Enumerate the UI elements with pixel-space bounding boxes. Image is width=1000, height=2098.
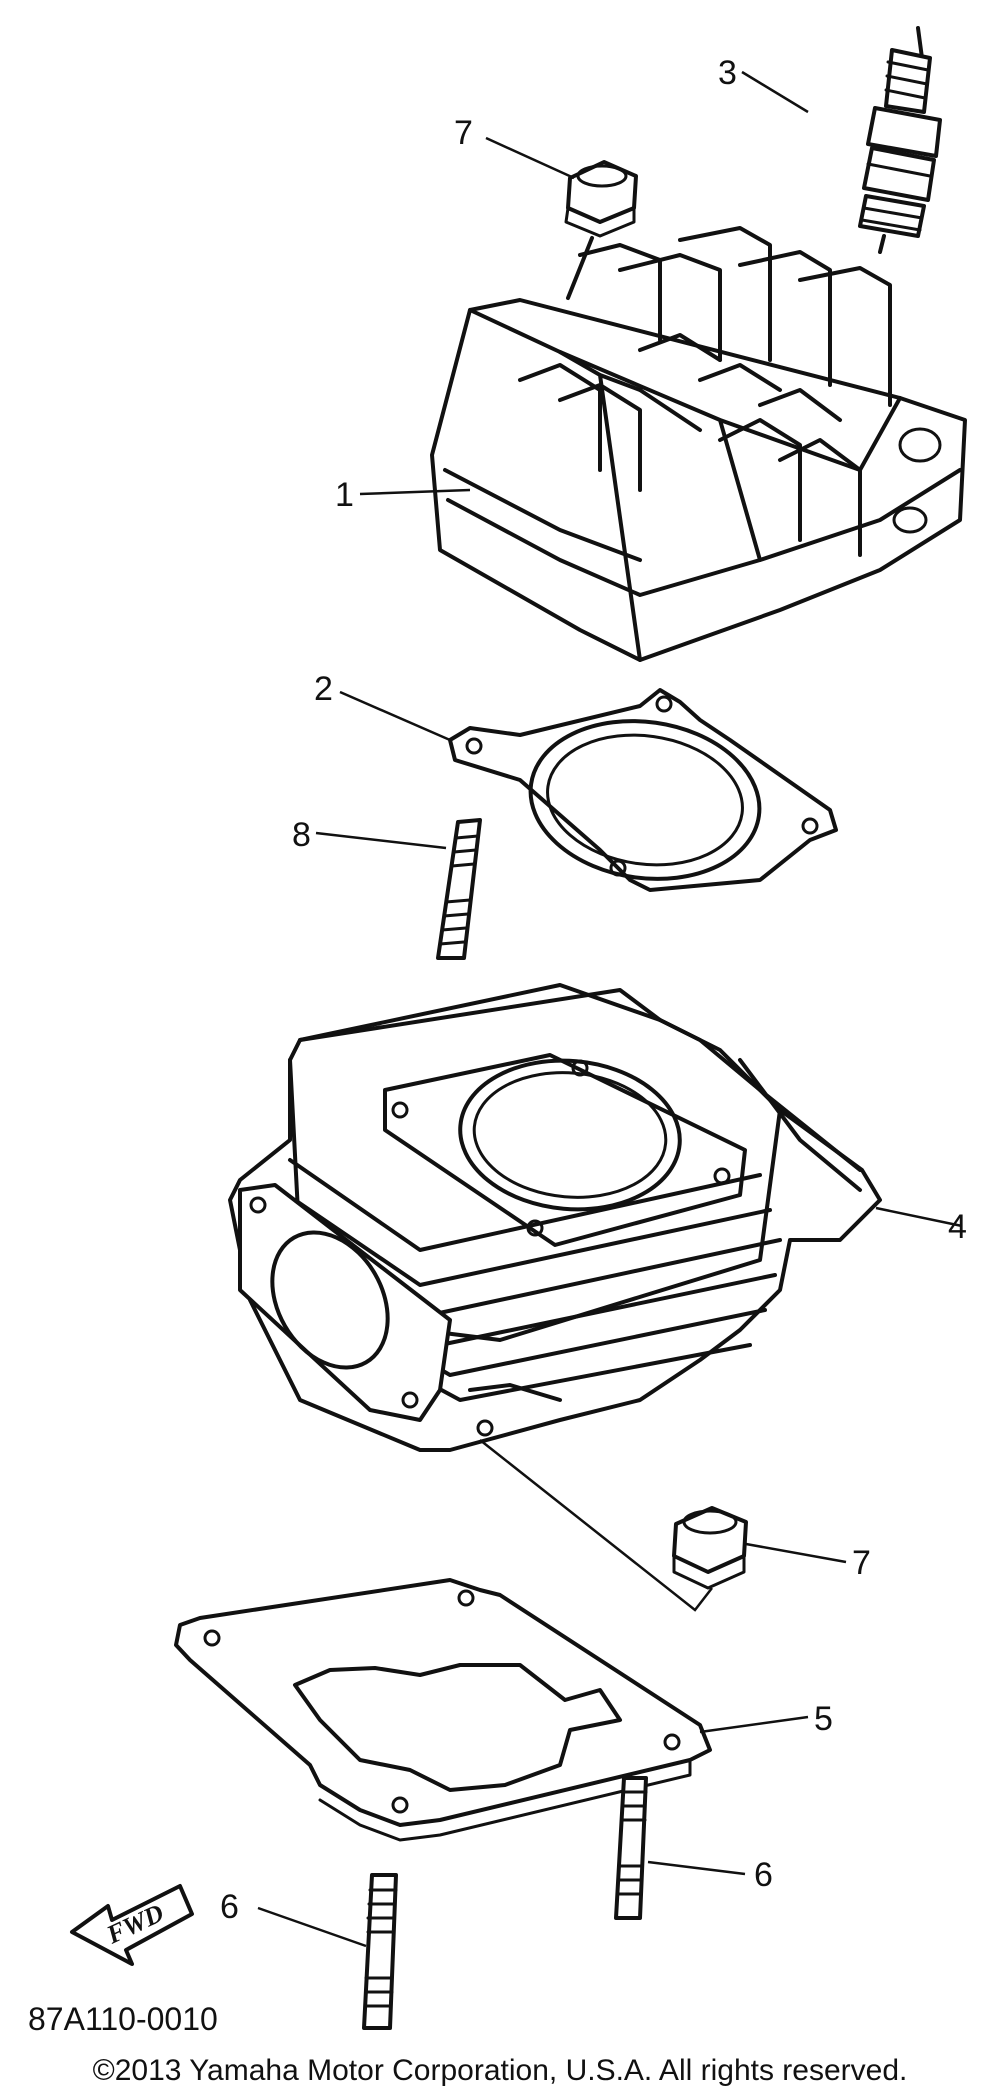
spark-plug <box>858 26 942 254</box>
leader-8 <box>315 831 447 850</box>
stud-bolt-rear <box>614 1776 648 1920</box>
base-gasket <box>174 1578 712 1842</box>
nut-top <box>564 160 638 300</box>
stud-bolt-head <box>436 818 482 960</box>
leader-5 <box>699 1715 809 1734</box>
leader-4 <box>875 1206 963 1228</box>
copyright-notice: ©2013 Yamaha Motor Corporation, U.S.A. A… <box>92 2054 908 2087</box>
leader-2 <box>339 690 451 742</box>
leader-6-front <box>257 1906 367 1948</box>
leader-3 <box>741 70 809 114</box>
callout-7-bottom: 7 <box>852 1544 871 1582</box>
callout-6-rear: 6 <box>754 1856 773 1894</box>
fwd-arrow-icon: FWD <box>70 1884 194 1966</box>
callout-8: 8 <box>292 816 311 854</box>
leader-7-top <box>485 136 575 180</box>
stud-bolt-front <box>362 1873 398 2030</box>
callout-5: 5 <box>814 1700 833 1738</box>
callout-7-top: 7 <box>454 114 473 152</box>
nut-to-cylinder-line <box>479 1439 713 1612</box>
leader-7-bottom <box>745 1542 847 1564</box>
callout-2: 2 <box>314 670 333 708</box>
diagram-code: 87A110-0010 <box>28 2001 218 2037</box>
cylinder <box>228 983 882 1452</box>
cylinder-head <box>430 226 967 662</box>
callout-1: 1 <box>335 476 354 514</box>
callout-3: 3 <box>718 54 737 92</box>
callout-6-front: 6 <box>220 1888 239 1926</box>
leader-6-rear <box>647 1860 746 1876</box>
head-gasket <box>448 688 838 892</box>
nut-bottom <box>672 1506 748 1590</box>
leader-1 <box>359 488 471 496</box>
callout-4: 4 <box>948 1208 967 1246</box>
